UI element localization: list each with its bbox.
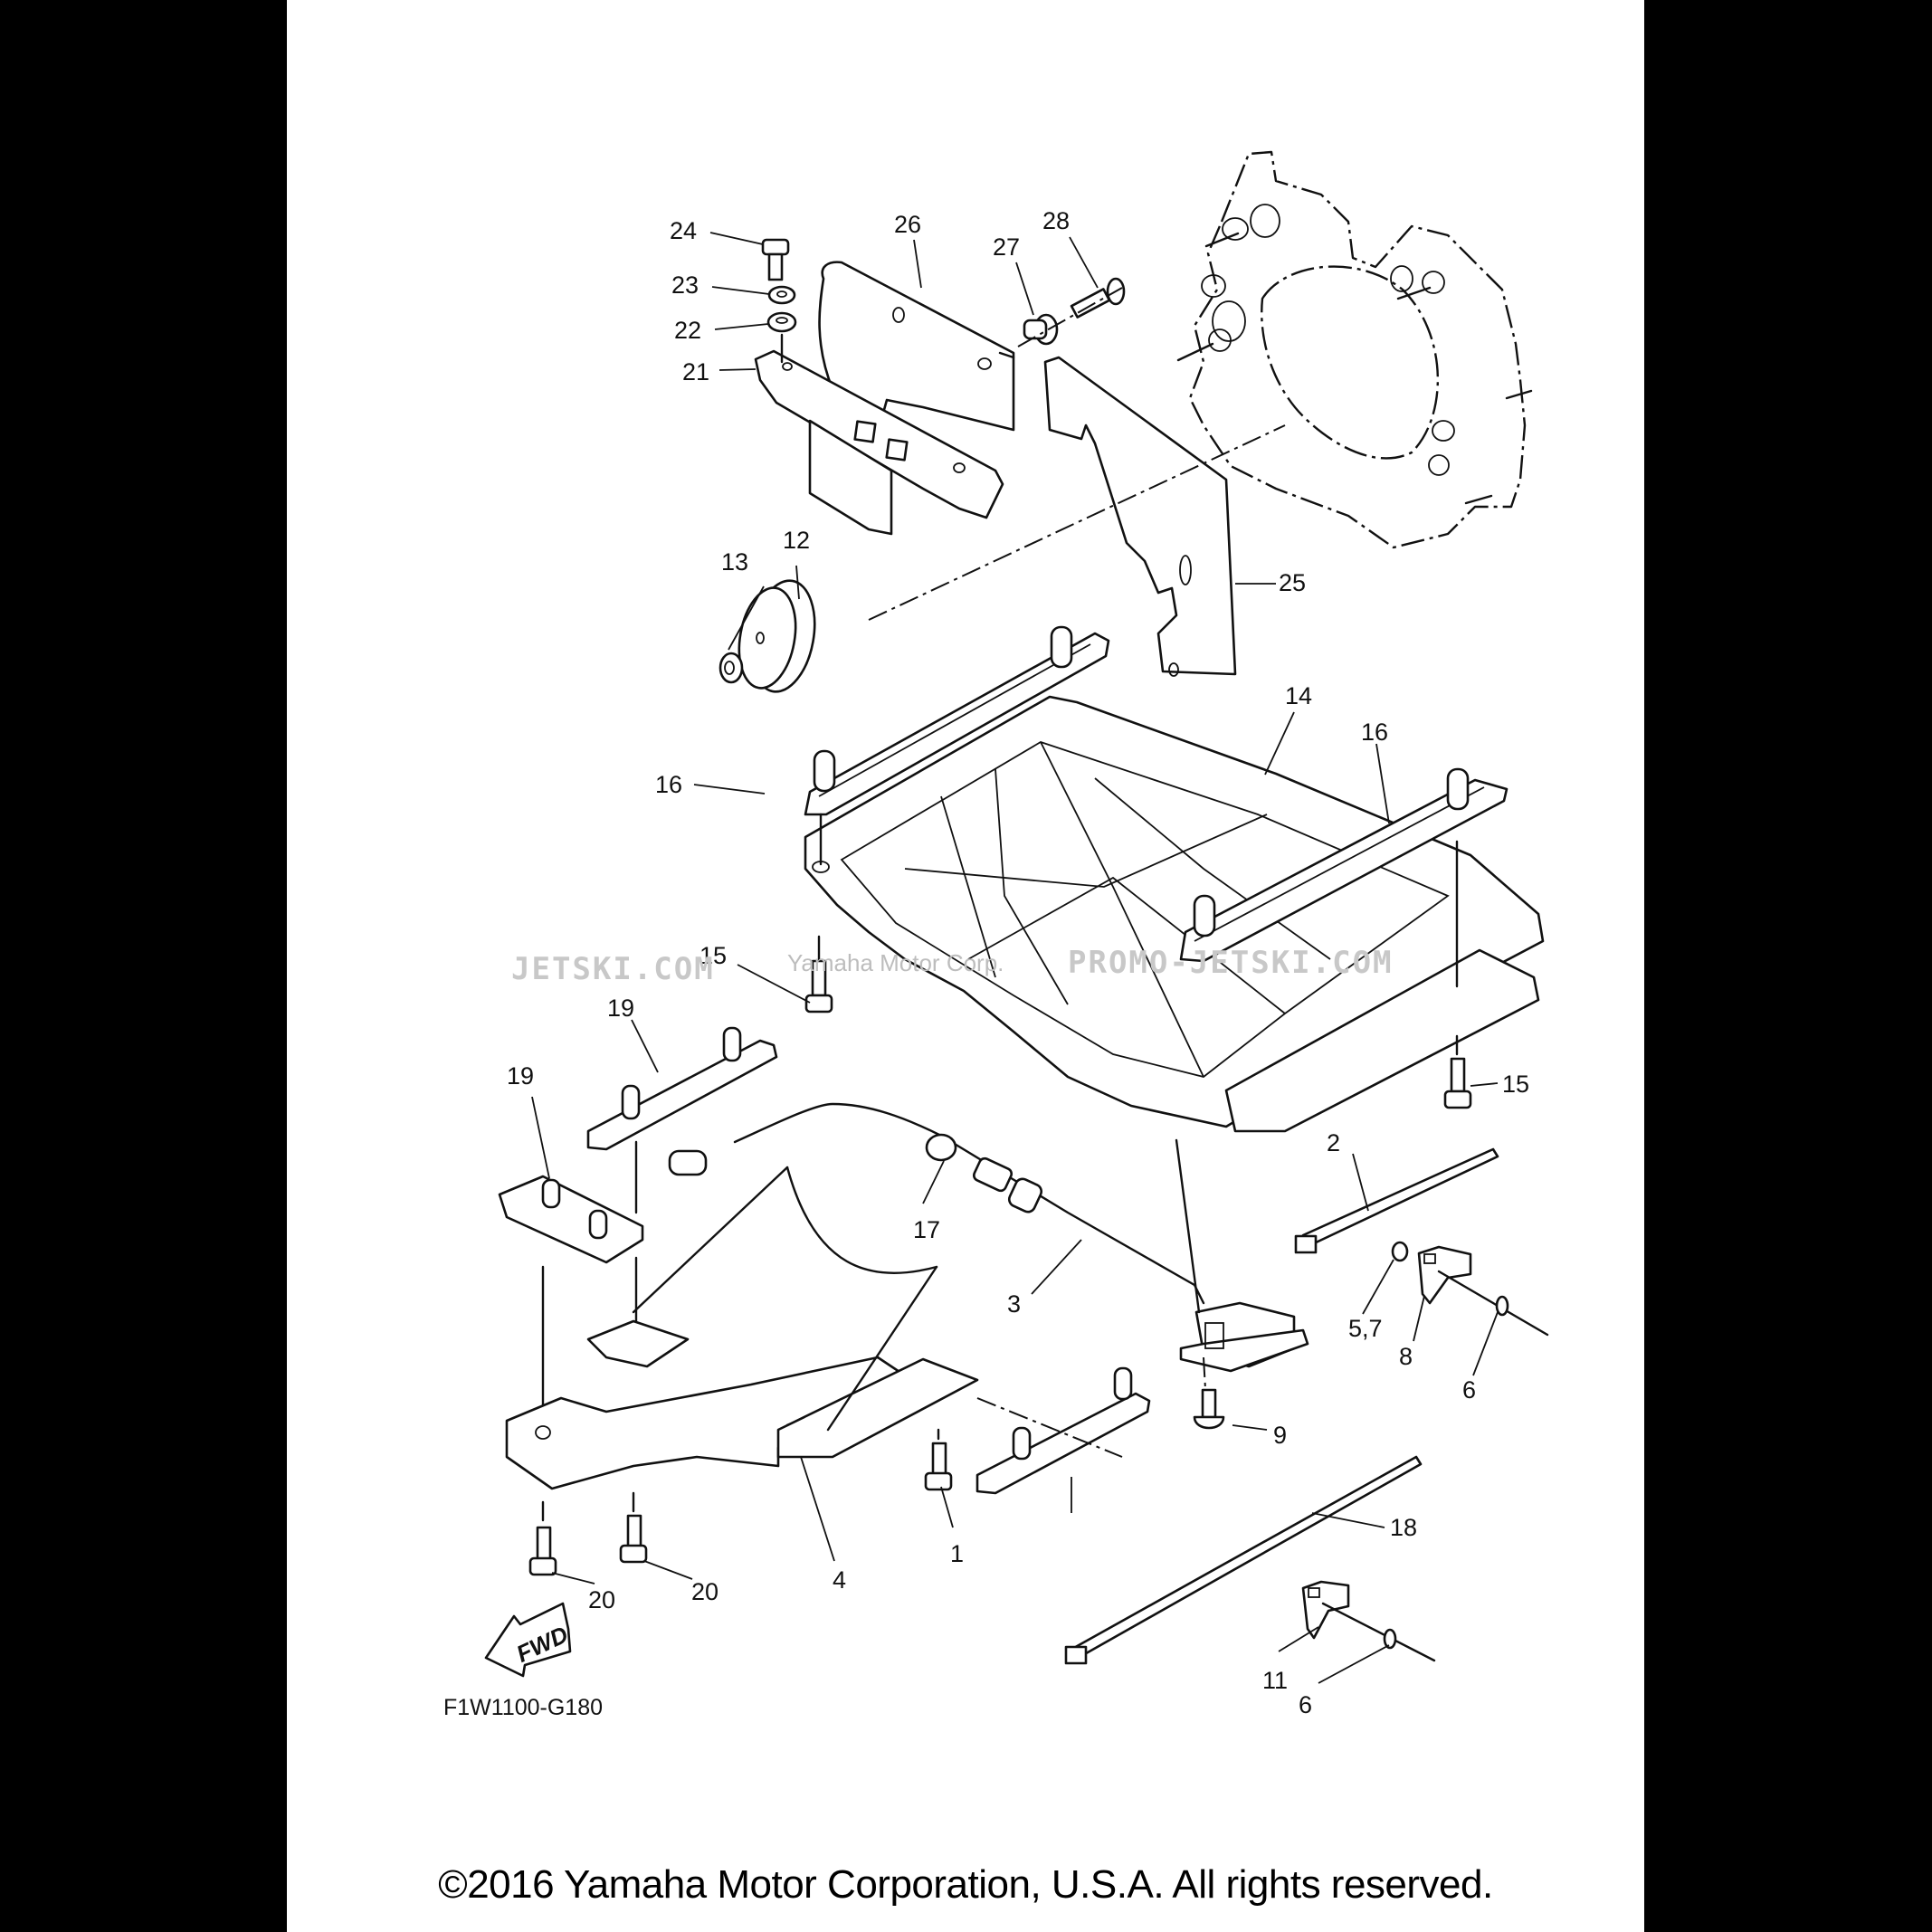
- bolt-15-left: [804, 935, 833, 1014]
- plate-26: [818, 261, 1015, 432]
- bracket-21: [754, 349, 1004, 536]
- callout-labels: 24 23 22 21 26 27 28 12 13 25 14 16 16 1…: [507, 207, 1529, 1718]
- callout-24: 24: [670, 217, 697, 244]
- callout-18: 20: [588, 1586, 615, 1613]
- callout-26: 26: [894, 211, 921, 238]
- callout-15-right: 15: [1502, 1071, 1529, 1098]
- callout-20-left: 20: [691, 1578, 719, 1605]
- cable-2: [668, 1102, 1205, 1305]
- clamp-6-lower: [1301, 1580, 1350, 1640]
- washer-22: [766, 311, 797, 333]
- intake-grate-frame-14: [804, 695, 1545, 1133]
- band-11: [1064, 1455, 1423, 1665]
- callout-15-left: 15: [700, 942, 727, 969]
- leader-lines: [531, 232, 1499, 1684]
- rail-16-right: [1179, 767, 1508, 963]
- copyright-notice: ©2016 Yamaha Motor Corporation, U.S.A. A…: [438, 1862, 1493, 1907]
- callout-28: 28: [1042, 207, 1070, 234]
- bolt-20-left: [619, 1491, 648, 1564]
- holder-19-lower: [976, 1366, 1151, 1495]
- plate-17: [498, 1175, 644, 1264]
- callout-19-upper: 19: [607, 995, 634, 1022]
- bolt-15-right: [1443, 1057, 1472, 1109]
- callout-5-7: 2: [1327, 1129, 1340, 1156]
- bolt-18: [528, 1500, 557, 1576]
- bolt-24: [761, 238, 790, 281]
- callout-6-lower: 11: [1262, 1667, 1288, 1694]
- callout-16-left: 16: [655, 771, 682, 798]
- rivet-10: [1321, 1602, 1436, 1662]
- watermark: JETSKI.COM Yamaha Motor Corp. PROMO-JETS…: [511, 945, 1394, 987]
- damper-12: [738, 579, 816, 693]
- callout-2: 3: [1007, 1290, 1021, 1318]
- diagram-code: F1W1100-G180: [443, 1695, 603, 1720]
- callout-23: 23: [671, 271, 699, 299]
- callout-9: 6: [1462, 1376, 1476, 1404]
- watermark-left: JETSKI.COM: [511, 951, 715, 987]
- callout-21: 21: [682, 358, 709, 385]
- watermark-overlay: Yamaha Motor Corp.: [787, 949, 1004, 976]
- collar-27: [1023, 313, 1059, 346]
- callout-11: 18: [1390, 1514, 1417, 1541]
- callout-3: 17: [913, 1216, 940, 1243]
- callout-27: 27: [993, 233, 1020, 261]
- callout-14: 14: [1285, 682, 1312, 709]
- band-5-7: [1294, 1147, 1499, 1254]
- bolt-20-right: [924, 1428, 953, 1491]
- washer-23: [767, 285, 796, 305]
- bracket-1: [505, 1166, 979, 1490]
- callout-16-right: 16: [1361, 719, 1388, 746]
- washer-8: [1391, 1241, 1409, 1262]
- rivet-9: [1437, 1270, 1549, 1337]
- callout-25: 25: [1279, 569, 1306, 596]
- screw-4: [1193, 1388, 1225, 1430]
- connector-box: [1179, 1301, 1309, 1373]
- plate-25: [1043, 356, 1237, 677]
- forward-direction-arrow: FWD: [484, 1602, 572, 1678]
- callout-13: 13: [721, 548, 748, 576]
- nut-13: [719, 652, 744, 684]
- watermark-right: PROMO-JETSKI.COM: [1068, 945, 1394, 981]
- callout-1: 4: [833, 1566, 846, 1594]
- callout-20-right: 1: [950, 1540, 964, 1567]
- rail-16-left: [804, 625, 1110, 816]
- callout-10: 6: [1299, 1691, 1312, 1718]
- holder-19-upper: [586, 1026, 778, 1151]
- jet-pump-housing: [1176, 150, 1533, 549]
- callout-17: 19: [507, 1062, 534, 1090]
- callout-22: 22: [674, 317, 701, 344]
- callout-12: 12: [783, 527, 810, 554]
- callout-8: 5,7: [1348, 1315, 1383, 1342]
- callout-6-upper: 8: [1399, 1343, 1413, 1370]
- callout-4: 9: [1273, 1422, 1287, 1449]
